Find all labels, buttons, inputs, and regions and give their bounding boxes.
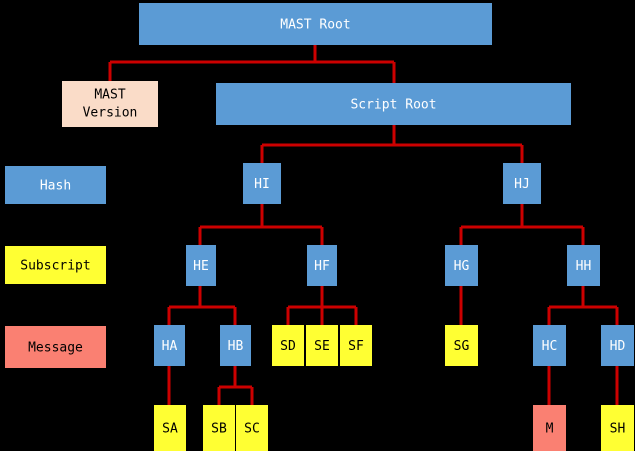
tree-node-script-root[interactable]: Script Root xyxy=(216,83,571,125)
node-box-SH[interactable] xyxy=(601,405,634,451)
node-label-HG: HG xyxy=(454,259,470,274)
node-label-HH: HH xyxy=(576,259,592,274)
tree-node-HF[interactable]: HF xyxy=(307,245,337,286)
node-box-HJ[interactable] xyxy=(503,163,541,204)
node-box-SA[interactable] xyxy=(154,405,186,451)
tree-node-HI[interactable]: HI xyxy=(243,163,281,204)
node-label-HI: HI xyxy=(254,177,270,192)
node-box-SD[interactable] xyxy=(272,325,304,366)
node-label-SG: SG xyxy=(454,339,470,354)
node-label-HD: HD xyxy=(610,339,626,354)
node-label-SE: SE xyxy=(314,339,330,354)
node-label-HA: HA xyxy=(162,339,178,354)
node-box-SC[interactable] xyxy=(236,405,268,451)
legend-message-label: Message xyxy=(28,341,83,356)
node-box-HF[interactable] xyxy=(307,245,337,286)
tree-node-SH[interactable]: SH xyxy=(601,405,634,451)
tree-node-M[interactable]: M xyxy=(533,405,566,451)
node-label-SH: SH xyxy=(610,422,626,437)
node-box-HD[interactable] xyxy=(601,325,634,366)
legend-message-swatch xyxy=(5,326,106,368)
node-box-mast-root[interactable] xyxy=(139,3,492,45)
legend-message: Message xyxy=(5,326,106,368)
legend-subscript: Subscript xyxy=(5,246,106,284)
tree-node-HH[interactable]: HH xyxy=(567,245,600,286)
node-label-SA: SA xyxy=(162,422,178,437)
node-label-HE: HE xyxy=(193,259,209,274)
tree-node-SC[interactable]: SC xyxy=(236,405,268,451)
tree-node-HC[interactable]: HC xyxy=(533,325,566,366)
node-box-HI[interactable] xyxy=(243,163,281,204)
legend-hash-label: Hash xyxy=(40,179,71,194)
node-label-SF: SF xyxy=(348,339,364,354)
node-box-script-root[interactable] xyxy=(216,83,571,125)
node-box-SB[interactable] xyxy=(203,405,235,451)
node-label-mast-version: Version xyxy=(83,106,138,121)
node-label-HF: HF xyxy=(314,259,330,274)
tree-node-HE[interactable]: HE xyxy=(186,245,216,286)
tree-node-SA[interactable]: SA xyxy=(154,405,186,451)
node-box-HG[interactable] xyxy=(445,245,478,286)
node-label-HJ: HJ xyxy=(514,177,530,192)
tree-node-SB[interactable]: SB xyxy=(203,405,235,451)
tree-node-HA[interactable]: HA xyxy=(154,325,185,366)
node-label-HB: HB xyxy=(228,339,244,354)
node-box-M[interactable] xyxy=(533,405,566,451)
legend-hash-swatch xyxy=(5,166,106,204)
tree-node-SD[interactable]: SD xyxy=(272,325,304,366)
node-box-HB[interactable] xyxy=(220,325,251,366)
node-label-mast-version: MAST xyxy=(94,88,125,103)
legend-subscript-swatch xyxy=(5,246,106,284)
tree-node-SF[interactable]: SF xyxy=(340,325,372,366)
node-box-mast-version[interactable] xyxy=(62,81,158,127)
node-label-HC: HC xyxy=(542,339,558,354)
tree-node-HG[interactable]: HG xyxy=(445,245,478,286)
tree-node-HB[interactable]: HB xyxy=(220,325,251,366)
legend-subscript-label: Subscript xyxy=(20,259,90,274)
node-box-HC[interactable] xyxy=(533,325,566,366)
node-box-SG[interactable] xyxy=(445,325,478,366)
tree-node-SE[interactable]: SE xyxy=(306,325,338,366)
node-label-mast-root: MAST Root xyxy=(280,18,350,33)
tree-node-HJ[interactable]: HJ xyxy=(503,163,541,204)
node-label-SC: SC xyxy=(244,422,260,437)
tree-node-HD[interactable]: HD xyxy=(601,325,634,366)
edges-layer xyxy=(108,45,619,405)
node-box-SF[interactable] xyxy=(340,325,372,366)
tree-node-mast-root[interactable]: MAST Root xyxy=(139,3,492,45)
node-label-SB: SB xyxy=(211,422,227,437)
tree-node-mast-version[interactable]: MAST Version xyxy=(62,81,158,127)
node-label-script-root: Script Root xyxy=(350,98,436,113)
node-label-M: M xyxy=(546,422,554,437)
node-label-SD: SD xyxy=(280,339,296,354)
legend-hash: Hash xyxy=(5,166,106,204)
node-box-HA[interactable] xyxy=(154,325,185,366)
node-box-SE[interactable] xyxy=(306,325,338,366)
node-box-HH[interactable] xyxy=(567,245,600,286)
tree-node-SG[interactable]: SG xyxy=(445,325,478,366)
node-box-HE[interactable] xyxy=(186,245,216,286)
